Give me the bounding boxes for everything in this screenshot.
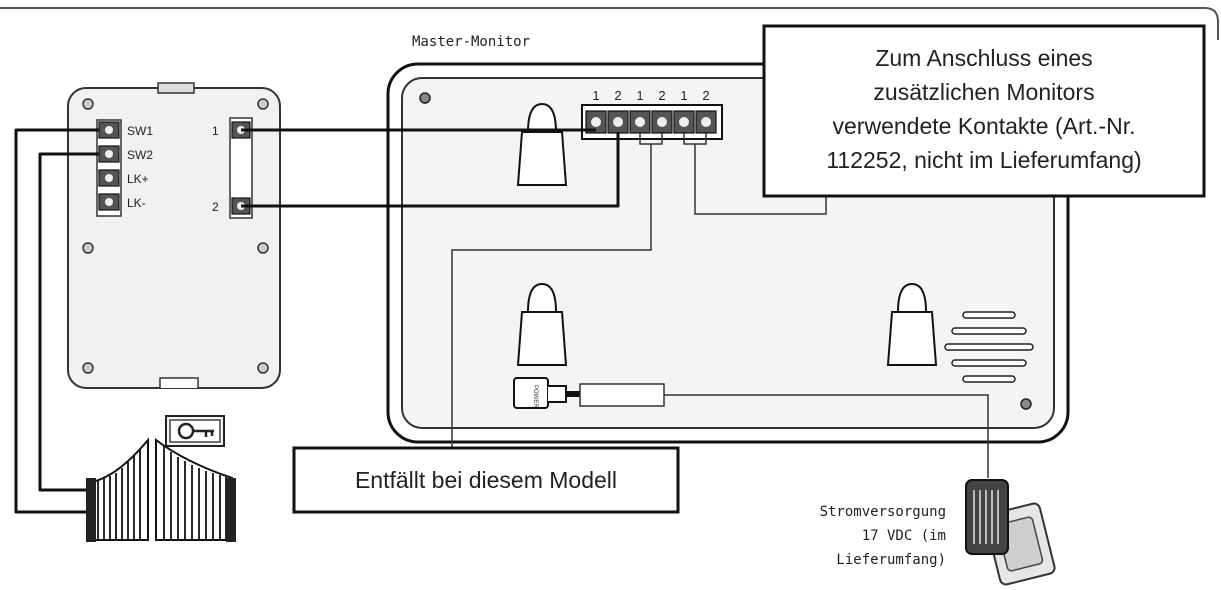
callout-not-applicable: Entfällt bei diesem Modell <box>292 446 680 514</box>
power-supply-label: Stromversorgung 17 VDC (im Lieferumfang) <box>820 504 946 568</box>
callout-text: Entfällt bei diesem Modell <box>355 467 617 493</box>
power-plug: POWER <box>513 377 665 409</box>
master-monitor-label: Master-Monitor <box>412 34 530 50</box>
power-supply-line: 17 VDC (im <box>862 528 946 544</box>
right-terminal-block: 1 2 <box>212 117 253 219</box>
wire-sw1-to-gate <box>14 128 99 514</box>
mounting-hook <box>516 102 568 186</box>
left-terminal-block: SW1 SW2 LK+ LK- <box>96 119 153 217</box>
terminal-label-sw1: SW1 <box>127 124 153 138</box>
outdoor-unit-top-tab <box>157 82 195 94</box>
mounting-hook <box>516 282 568 366</box>
monitor-screw <box>419 92 431 104</box>
monitor-screw <box>1020 398 1032 410</box>
monitor-terminal-label: 1 <box>636 88 643 103</box>
terminal-label-sw2: SW2 <box>127 148 153 162</box>
speaker-grille <box>944 311 1034 383</box>
callout-line: Zum Anschluss eines <box>875 45 1092 71</box>
outdoor-unit-bottom-notch <box>159 377 199 388</box>
callout-line: zusätzlichen Monitors <box>873 79 1094 105</box>
frame-border <box>0 7 1219 40</box>
mounting-hook <box>886 282 938 366</box>
callout-additional-monitor: Zum Anschluss eines zusätzlichen Monitor… <box>762 24 1206 198</box>
monitor-terminal-block: 1 2 1 2 1 2 <box>581 88 723 140</box>
monitor-terminal-label: 1 <box>592 88 599 103</box>
outdoor-unit-screws <box>82 98 269 374</box>
terminal-label-lk-plus: LK+ <box>127 172 149 186</box>
power-supply-line: Stromversorgung <box>820 504 946 520</box>
lock-key-icon <box>165 415 225 447</box>
leader-to-top-callout <box>694 144 827 215</box>
terminal-label-1: 1 <box>212 124 219 138</box>
power-plug-label: POWER <box>532 385 538 408</box>
gate-icon <box>86 437 236 542</box>
monitor-terminal-label: 2 <box>658 88 665 103</box>
terminal-label-2: 2 <box>212 200 219 214</box>
outdoor-unit: SW1 SW2 LK+ LK- 1 2 <box>67 82 281 389</box>
power-adapter-icon <box>965 479 1056 586</box>
terminal-label-lk-minus: LK- <box>127 196 146 210</box>
wire-sw2-to-gate <box>38 152 99 492</box>
power-supply-line: Lieferumfang) <box>836 552 946 568</box>
wire-terminal2-to-monitor <box>241 132 620 208</box>
monitor-terminal-label: 2 <box>702 88 709 103</box>
power-cable <box>664 394 989 478</box>
monitor-terminal-label: 1 <box>680 88 687 103</box>
callout-line: 112252, nicht im Lieferumfang) <box>826 147 1141 173</box>
wires <box>14 128 989 514</box>
monitor-terminal-label: 2 <box>614 88 621 103</box>
leader-to-bottom-callout <box>451 144 652 448</box>
callout-line: verwendete Kontakte (Art.-Nr. <box>833 113 1136 139</box>
